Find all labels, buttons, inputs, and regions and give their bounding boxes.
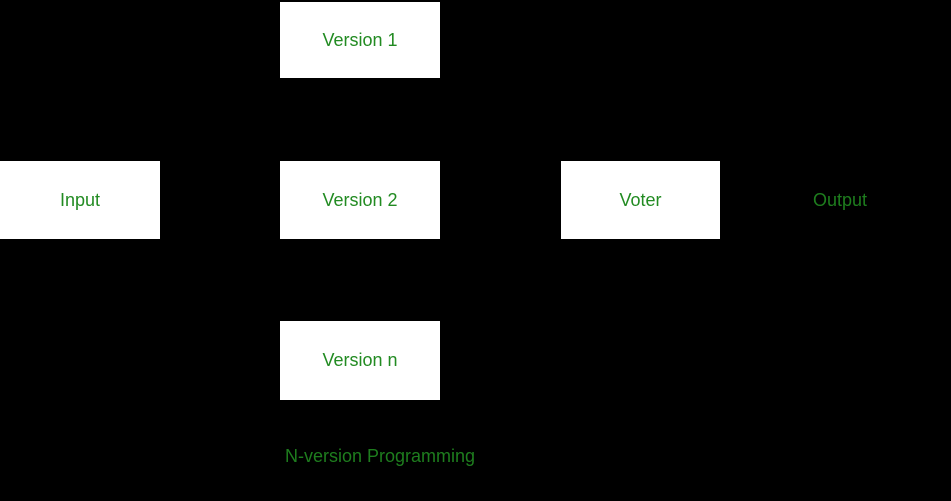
node-input: Input [0,161,160,239]
node-version-2: Version 2 [280,161,440,239]
output-label: Output [812,189,868,210]
node-version-2-label: Version 2 [322,189,398,210]
diagram-caption: N-version Programming [285,446,476,466]
node-version-1: Version 1 [280,2,440,78]
node-version-n: Version n [280,321,440,400]
node-voter: Voter [561,161,720,239]
node-version-n-label: Version n [322,350,398,370]
node-input-label: Input [59,189,101,210]
node-version-1-label: Version 1 [322,29,398,50]
node-voter-label: Voter [619,189,662,210]
